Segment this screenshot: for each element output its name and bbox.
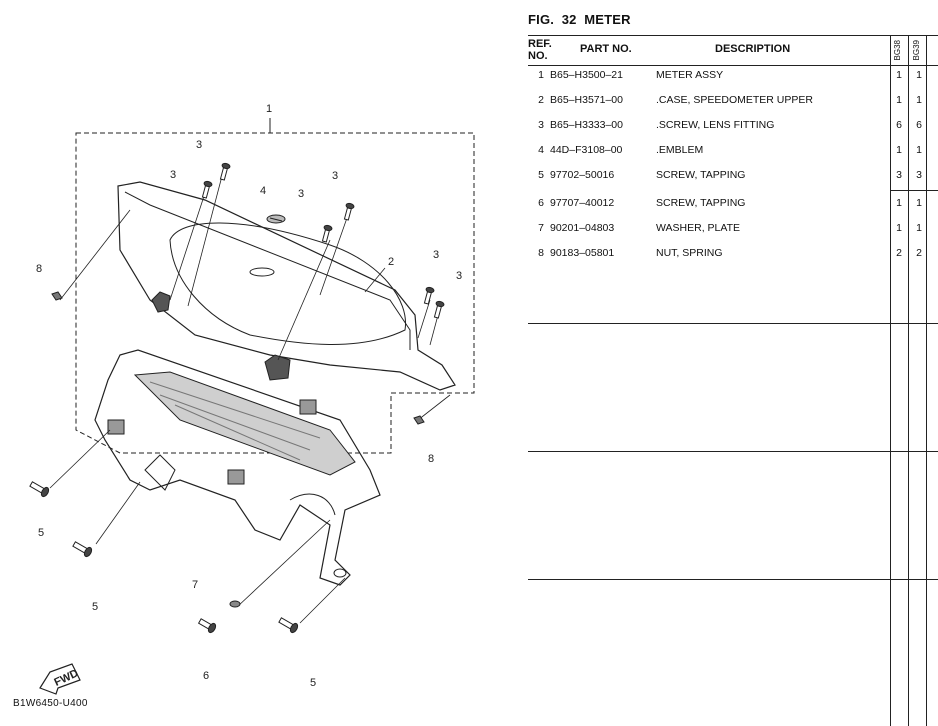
- assembly-boundary: [75, 132, 475, 454]
- ref-cell: 2: [538, 94, 544, 106]
- description-cell: SCREW, TAPPING: [656, 197, 746, 209]
- meter-housing: [94, 349, 381, 586]
- qty-bg39-cell: 1: [916, 222, 922, 234]
- group-separator-rule: [890, 190, 938, 191]
- ref-cell: 5: [538, 169, 544, 181]
- part-no-header: PART NO.: [580, 43, 632, 55]
- qty-column-rule: [908, 35, 909, 726]
- callout-label: 5: [92, 601, 98, 613]
- qty-bg39-cell: 2: [916, 247, 922, 259]
- qty-bg38-cell: 1: [896, 69, 902, 81]
- callout-label: 5: [38, 527, 44, 539]
- callout-label: 8: [36, 263, 42, 275]
- diagram-code: B1W6450-U400: [13, 698, 88, 709]
- qty-bg38-cell: 1: [896, 94, 902, 106]
- part-no-cell: 97707–40012: [550, 197, 615, 209]
- ref-cell: 4: [538, 144, 544, 156]
- callout-label: 6: [203, 670, 209, 682]
- figure-prefix: FIG.: [528, 12, 555, 27]
- description-cell: .CASE, SPEEDOMETER UPPER: [656, 94, 813, 106]
- callout-label: 3: [298, 188, 304, 200]
- ref-cell: 8: [538, 247, 544, 259]
- section-rule: [528, 451, 938, 452]
- part-no-cell: 97702–50016: [550, 169, 615, 181]
- qty-bg38-cell: 1: [896, 197, 902, 209]
- description-cell: SCREW, TAPPING: [656, 169, 746, 181]
- ref-cell: 7: [538, 222, 544, 234]
- figure-number: 32: [561, 12, 577, 27]
- qty-bg39-cell: 1: [916, 144, 922, 156]
- callout-label: 3: [456, 270, 462, 282]
- description-cell: .SCREW, LENS FITTING: [656, 119, 775, 131]
- qty-bg39-cell: 3: [916, 169, 922, 181]
- spring-nut-parts: [51, 291, 425, 425]
- qty-bg39-cell: 1: [916, 69, 922, 81]
- screws: [29, 162, 445, 634]
- part-no-cell: 90201–04803: [550, 222, 615, 234]
- header-top-rule: [528, 35, 938, 36]
- section-rule: [528, 579, 938, 580]
- callout-label: 3: [196, 139, 202, 151]
- ref-cell: 1: [538, 69, 544, 81]
- exploded-parts-diagram: 1 2 3 3 3 3 3 3 4 5 5 5 6 7 8 8 FWD: [29, 103, 475, 695]
- description-cell: METER ASSY: [656, 69, 724, 81]
- ref-cell: 3: [538, 119, 544, 131]
- figure-name: METER: [584, 12, 631, 27]
- description-cell: .EMBLEM: [656, 144, 704, 156]
- fwd-arrow-icon: [39, 663, 81, 695]
- qty-bg38-cell: 3: [896, 169, 902, 181]
- qty-bg38-cell: 6: [896, 119, 902, 131]
- callout-label: 2: [388, 256, 394, 268]
- callout-label: 3: [332, 170, 338, 182]
- qty-bg38-cell: 1: [896, 144, 902, 156]
- emblem-part: [266, 214, 286, 224]
- part-no-cell: B65–H3500–21: [550, 69, 623, 81]
- upper-case-part: [117, 181, 456, 391]
- part-no-cell: B65–H3333–00: [550, 119, 623, 131]
- section-rule: [528, 323, 938, 324]
- callout-label: 3: [170, 169, 176, 181]
- ref-no-header: REF. NO.: [528, 38, 552, 62]
- qty-bg39-cell: 1: [916, 197, 922, 209]
- callout-label: 1: [266, 103, 272, 115]
- model-bg38-header: BG38: [893, 40, 902, 61]
- callout-label: 8: [428, 453, 434, 465]
- qty-bg38-cell: 1: [896, 222, 902, 234]
- part-no-cell: B65–H3571–00: [550, 94, 623, 106]
- qty-column-rule: [926, 35, 927, 726]
- qty-bg38-cell: 2: [896, 247, 902, 259]
- header-bottom-rule: [528, 65, 938, 66]
- ref-cell: 6: [538, 197, 544, 209]
- qty-bg39-cell: 6: [916, 119, 922, 131]
- callout-label: 7: [192, 579, 198, 591]
- description-header: DESCRIPTION: [715, 43, 791, 55]
- qty-bg39-cell: 1: [916, 94, 922, 106]
- leader-lines: [49, 175, 451, 624]
- figure-title: FIG. 32 METER: [528, 12, 631, 27]
- qty-column-rule: [890, 35, 891, 726]
- washer-part: [229, 600, 241, 608]
- callout-labels: 1 2 3 3 3 3 3 3 4 5 5 5 6 7 8 8 FWD: [36, 103, 462, 689]
- callout-label: 3: [433, 249, 439, 261]
- callout-label: 4: [260, 185, 266, 197]
- model-bg39-header: BG39: [912, 40, 921, 61]
- description-cell: WASHER, PLATE: [656, 222, 741, 234]
- part-no-cell: 90183–05801: [550, 247, 615, 259]
- callout-label: 5: [310, 677, 316, 689]
- part-no-cell: 44D–F3108–00: [550, 144, 623, 156]
- description-cell: NUT, SPRING: [656, 247, 723, 259]
